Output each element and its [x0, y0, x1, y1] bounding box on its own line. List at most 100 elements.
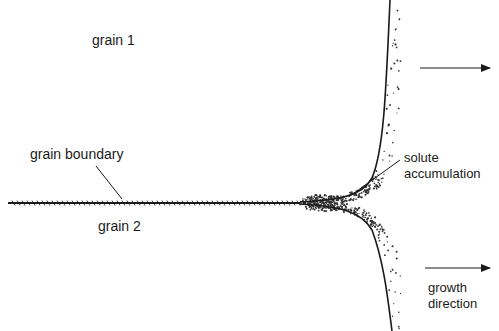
solute-dot	[384, 232, 386, 234]
hatch-tick	[297, 201, 300, 206]
solute-dot	[386, 236, 388, 238]
solute-dot	[343, 204, 345, 206]
solute-dot	[390, 271, 392, 273]
solute-dot	[359, 193, 361, 195]
solute-dot	[321, 207, 323, 209]
solute-dot	[350, 198, 352, 200]
solute-label: solute accumulation	[404, 150, 496, 182]
hatch-tick	[12, 201, 15, 206]
hatch-tick	[57, 201, 60, 206]
solute-dot	[395, 28, 397, 30]
solute-dot	[379, 223, 381, 225]
solute-dot	[362, 212, 364, 214]
solute-dot	[389, 155, 391, 157]
solute-dot	[310, 197, 312, 199]
solute-dot	[396, 59, 398, 61]
hatch-tick	[102, 201, 105, 206]
solute-dot	[340, 200, 341, 201]
solute-dot	[330, 202, 332, 204]
solute-dot	[333, 195, 335, 197]
hatch-tick	[267, 201, 270, 206]
hatch-tick	[127, 201, 130, 206]
hatch-tick	[237, 201, 240, 206]
solute-dot	[355, 209, 356, 210]
solute-dot	[378, 186, 380, 188]
solute-dot	[374, 186, 376, 188]
solute-dot	[325, 195, 327, 197]
solute-dot	[307, 196, 309, 198]
solute-dot	[387, 249, 389, 251]
solute-dot	[356, 209, 358, 211]
solute-dot	[318, 210, 320, 212]
solute-dot	[342, 198, 344, 200]
solute-dot	[368, 215, 370, 217]
solute-dot	[353, 195, 354, 196]
solute-dot	[310, 199, 312, 201]
solute-dot	[375, 224, 377, 226]
hatch-tick	[47, 201, 50, 206]
hatch-tick	[117, 201, 120, 206]
solute-dot	[394, 39, 396, 41]
solute-dot	[323, 203, 324, 204]
hatch-tick	[282, 201, 285, 206]
solute-dot	[393, 303, 394, 304]
solute-dot	[332, 205, 334, 207]
solute-dot	[388, 289, 390, 291]
solute-dot	[397, 86, 399, 88]
solute-dot	[319, 202, 321, 204]
solute-dot	[392, 316, 393, 317]
solute-dot	[315, 207, 317, 209]
solute-dot	[382, 177, 383, 178]
solute-dot	[345, 206, 347, 208]
solute-dot	[365, 189, 367, 191]
solute-dot	[341, 200, 343, 202]
solute-dot	[330, 204, 332, 206]
hatch-tick	[287, 201, 290, 206]
solute-dot	[362, 214, 364, 216]
solute-dot	[316, 195, 317, 196]
grain-label: grain 1	[92, 32, 135, 49]
leader-line	[96, 166, 122, 199]
hatch-tick	[107, 201, 110, 206]
solute-dot	[389, 160, 390, 161]
solute-dot	[387, 124, 389, 126]
solute-dot	[317, 196, 318, 197]
hatch-tick	[232, 201, 235, 206]
solute-dot	[313, 198, 314, 199]
solute-dot	[307, 198, 308, 199]
solute-dot	[318, 196, 320, 198]
solute-dot	[363, 217, 364, 218]
solute-dot	[316, 203, 317, 204]
solute-dot	[381, 227, 382, 228]
solute-dot	[365, 214, 366, 215]
solute-dot	[400, 293, 401, 294]
solute-dot	[346, 203, 348, 205]
solute-dot	[340, 195, 341, 196]
solute-dot	[372, 181, 374, 183]
hatch-tick	[22, 201, 25, 206]
solute-dot	[365, 191, 366, 192]
hatch-tick	[52, 201, 55, 206]
hatch-tick	[42, 201, 45, 206]
solute-dot	[350, 192, 351, 193]
solute-dot	[341, 204, 343, 206]
solute-dot	[315, 194, 317, 196]
solute-dot	[328, 197, 330, 199]
solute-dot	[341, 206, 343, 208]
solute-dot	[356, 194, 358, 196]
hatch-tick	[197, 201, 200, 206]
hatch-tick	[207, 201, 210, 206]
solute-dot	[323, 202, 325, 204]
solute-dot	[322, 202, 324, 204]
solute-dot	[335, 203, 336, 204]
solute-dot	[329, 203, 330, 204]
solute-dot	[311, 208, 312, 209]
hatch-tick	[172, 201, 175, 206]
solute-dot	[326, 203, 327, 204]
solute-dot	[330, 196, 332, 198]
hatch-tick	[87, 201, 90, 206]
solute-dot	[345, 198, 347, 200]
solute-dot	[341, 202, 342, 203]
solute-dot	[356, 199, 357, 200]
